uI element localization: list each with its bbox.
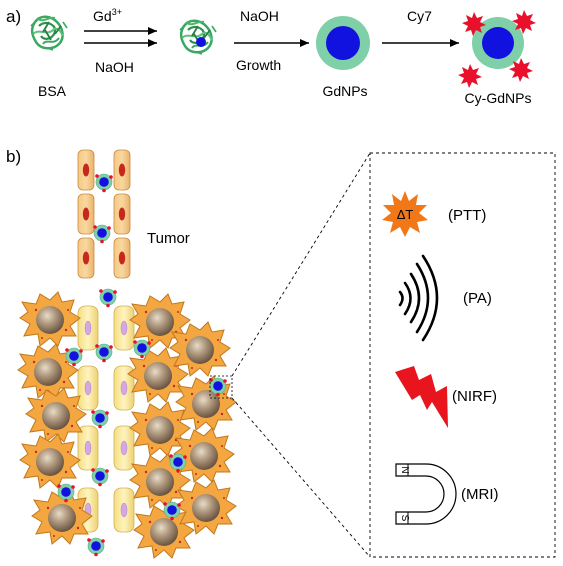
tumor-label: Tumor bbox=[147, 230, 190, 247]
lightning-bolt-icon bbox=[395, 366, 448, 428]
vessel-nanoparticles bbox=[92, 173, 118, 308]
magnet-pole-s: S bbox=[399, 515, 410, 522]
tumor-tissue bbox=[17, 291, 237, 559]
ptt-icon-text: ΔT bbox=[397, 207, 414, 222]
gdnps-label: GdNPs bbox=[322, 83, 367, 99]
magnet-pole-n: N bbox=[399, 466, 410, 473]
sound-waves-icon bbox=[398, 254, 439, 342]
zoom-selection-box bbox=[209, 375, 233, 399]
cy-gdnp-core bbox=[482, 27, 514, 59]
zoom-line-upper bbox=[231, 152, 371, 377]
zoom-line-lower bbox=[231, 397, 371, 558]
bsa-label: BSA bbox=[38, 83, 67, 99]
mri-label: (MRI) bbox=[461, 486, 499, 503]
blood-vessel bbox=[77, 149, 131, 279]
gd-core-dot bbox=[196, 37, 206, 47]
pa-label: (PA) bbox=[463, 290, 492, 307]
cy-gdnps-label: Cy-GdNPs bbox=[465, 90, 532, 106]
bsa-protein-icon bbox=[29, 15, 69, 52]
step2-bottom-label: Growth bbox=[236, 57, 281, 73]
magnet-icon bbox=[395, 463, 457, 525]
step2-top-label: NaOH bbox=[240, 8, 279, 24]
panel-a-label: a) bbox=[6, 7, 21, 26]
cy7-dye-stars bbox=[458, 10, 536, 88]
ptt-label: (PTT) bbox=[448, 207, 486, 224]
bsa-gd-complex-icon bbox=[178, 19, 218, 56]
step1-bottom-label: NaOH bbox=[95, 59, 134, 75]
heat-burst-icon bbox=[382, 191, 428, 237]
panel-b-label: b) bbox=[6, 147, 21, 166]
step1-top-label: Gd3+ bbox=[93, 7, 122, 24]
gdnp-core bbox=[326, 26, 360, 60]
step3-top-label: Cy7 bbox=[407, 8, 432, 24]
nirf-label: (NIRF) bbox=[452, 388, 497, 405]
